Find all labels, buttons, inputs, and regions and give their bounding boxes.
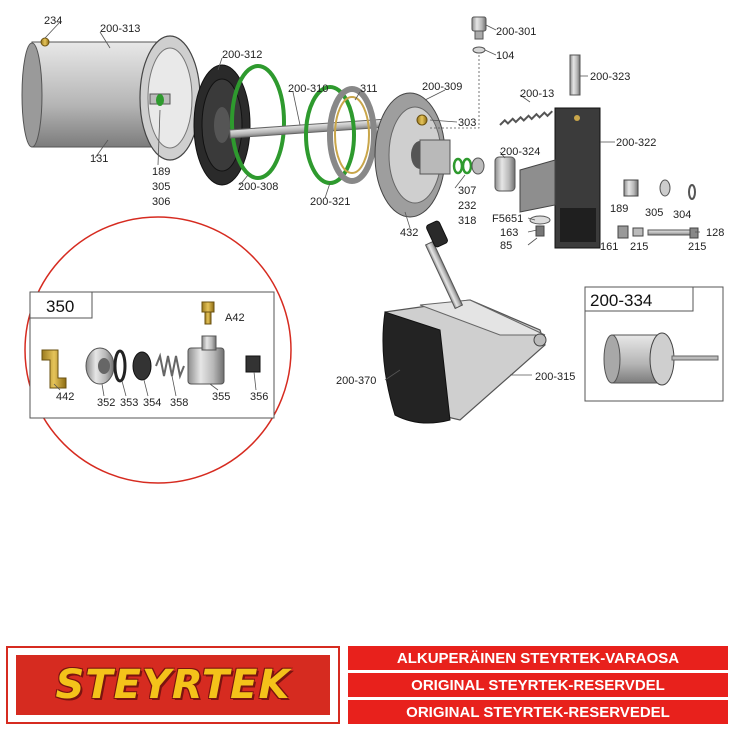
label-189: 189: [152, 166, 170, 178]
steyrtek-logo: STEYRTEK: [6, 646, 340, 724]
label-305: 305: [152, 181, 170, 193]
label-104: 104: [496, 50, 514, 62]
label-232: 232: [458, 200, 476, 212]
label-215-right: 215: [688, 241, 706, 253]
inset-label-356: 356: [250, 391, 268, 403]
label-306: 306: [152, 196, 170, 208]
label-200-313: 200-313: [100, 23, 140, 35]
label-307: 307: [458, 185, 476, 197]
inset-label-352: 352: [97, 397, 115, 409]
label-200-308: 200-308: [238, 181, 278, 193]
ring-311-inner: [334, 96, 370, 174]
cylinder-200-324: [494, 156, 516, 192]
banner-line-2: ORIGINAL STEYRTEK-RESERVDEL: [348, 673, 728, 697]
part-labels: 234 200-313 131 189 305 306 200-312 200-…: [44, 15, 724, 387]
label-200-301: 200-301: [496, 26, 536, 38]
label-318: 318: [458, 215, 476, 227]
label-200-323: 200-323: [590, 71, 630, 83]
inset-label-353: 353: [120, 397, 138, 409]
label-234: 234: [44, 15, 62, 27]
banner-line-3: ORIGINAL STEYRTEK-RESERVEDEL: [348, 700, 728, 724]
label-200-321: 200-321: [310, 196, 350, 208]
housing-200-322: [554, 107, 601, 249]
label-200-312: 200-312: [222, 49, 262, 61]
pad-200-370: [382, 311, 451, 424]
cylinder-200-313: [21, 35, 201, 161]
inset-label-358: 358: [170, 397, 188, 409]
o-rings-307: [452, 157, 485, 175]
label-432: 432: [400, 227, 418, 239]
label-200-13: 200-13: [520, 88, 554, 100]
washer-F5651: [529, 215, 551, 237]
label-304: 304: [673, 209, 691, 221]
spring-200-13: [499, 110, 553, 126]
inset-label-354: 354: [143, 397, 161, 409]
label-163: 163: [500, 227, 518, 239]
inset-334-title: 200-334: [590, 291, 652, 310]
inset-label-A42: A42: [225, 312, 245, 324]
label-85: 85: [500, 240, 512, 252]
inset-350: 350 A42 442 352 353 354 358 355 356: [24, 216, 292, 484]
label-161: 161: [600, 241, 618, 253]
label-189-right: 189: [610, 203, 628, 215]
pin-200-323: [569, 54, 581, 96]
label-311: 311: [360, 83, 378, 95]
label-200-315: 200-315: [535, 371, 575, 383]
ring-311: [327, 86, 377, 184]
footer: STEYRTEK ALKUPERÄINEN STEYRTEK-VARAOSA O…: [0, 644, 732, 728]
label-200-310: 200-310: [288, 83, 328, 95]
label-128: 128: [706, 227, 724, 239]
label-200-370: 200-370: [336, 375, 376, 387]
label-200-322: 200-322: [616, 137, 656, 149]
label-200-309: 200-309: [422, 81, 462, 93]
label-F5651: F5651: [492, 213, 523, 225]
bracket: [519, 159, 556, 213]
hardware-189-305-304: [623, 179, 696, 200]
inset-label-355: 355: [212, 391, 230, 403]
o-ring-200-308: [230, 64, 286, 180]
flange-200-309: [374, 92, 451, 218]
inset-200-334: 200-334: [584, 286, 724, 402]
leader-lines: [44, 21, 700, 381]
logo-plate: STEYRTEK: [16, 655, 330, 715]
label-305-right: 305: [645, 207, 663, 219]
inset-label-442: 442: [56, 391, 74, 403]
label-215: 215: [630, 241, 648, 253]
piston-rod: [229, 118, 391, 139]
fitting-200-301: [471, 16, 487, 54]
banner-line-1: ALKUPERÄINEN STEYRTEK-VARAOSA: [348, 646, 728, 670]
logo-text: STEYRTEK: [55, 662, 291, 708]
bolt-215-128: [617, 225, 699, 239]
label-200-324: 200-324: [500, 146, 540, 158]
exploded-parts-diagram: 234 200-313 131 189 305 306 200-312 200-…: [21, 15, 724, 484]
inset-350-title: 350: [46, 297, 74, 316]
label-303: 303: [458, 117, 476, 129]
label-131: 131: [90, 153, 108, 165]
